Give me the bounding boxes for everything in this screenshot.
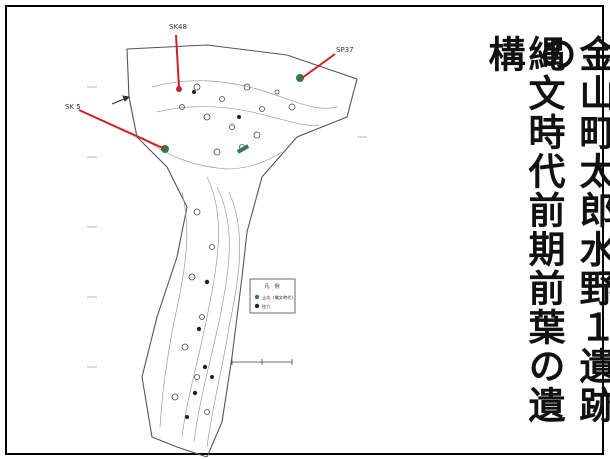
title-line-1: 金山町太郎水野１遺跡の <box>533 35 610 425</box>
site-map: 凡 例 土坑（縄文時代） 柱穴 SK48 SP37 SK 5 <box>57 17 447 457</box>
highlight-pits <box>161 74 304 154</box>
legend-title: 凡 例 <box>264 283 279 290</box>
scale-bar <box>231 359 293 365</box>
slide-frame: 凡 例 土坑（縄文時代） 柱穴 SK48 SP37 SK 5 金山町太郎水野１遺… <box>5 5 610 457</box>
callout-sp37: SP37 <box>336 46 354 54</box>
pit-features-filled <box>185 90 241 419</box>
legend-item-pit: 土坑（縄文時代） <box>262 294 296 301</box>
site-boundary <box>126 44 358 457</box>
contour-lines <box>141 80 338 448</box>
pit-features <box>171 83 296 415</box>
grid-marks <box>87 86 367 368</box>
title-line-2: 縄文時代前期前葉の遺構 <box>482 35 565 425</box>
callout-sk5: SK 5 <box>65 103 81 111</box>
callout-lines <box>78 34 336 150</box>
north-arrow-icon <box>111 95 131 105</box>
callout-sk48: SK48 <box>169 23 187 31</box>
legend-item-post: 柱穴 <box>262 303 271 310</box>
sk48-marker <box>176 86 182 92</box>
map-legend: 凡 例 土坑（縄文時代） 柱穴 <box>249 278 296 314</box>
